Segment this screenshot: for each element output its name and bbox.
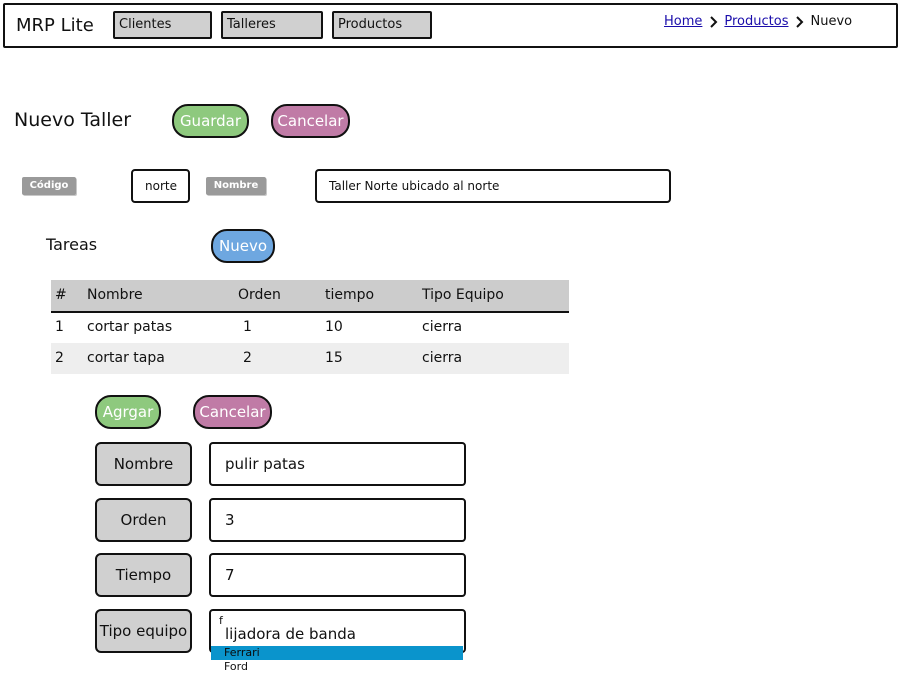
breadcrumb-current: Nuevo: [810, 14, 853, 29]
table-cell: 1: [55, 319, 64, 335]
task-equipment-typed-text: f: [219, 614, 223, 627]
task-order-input[interactable]: 3: [209, 498, 466, 542]
add-task-button[interactable]: Agrgar: [95, 395, 161, 429]
code-input[interactable]: norte: [131, 169, 190, 203]
table-cell: 2: [55, 350, 64, 366]
code-label: Código: [22, 177, 76, 195]
save-button[interactable]: Guardar: [172, 104, 249, 138]
task-name-label: Nombre: [95, 442, 192, 486]
nav-productos-button[interactable]: Productos: [332, 11, 432, 39]
table-row[interactable]: 1 cortar patas 1 10 cierra: [51, 312, 569, 343]
task-name-input[interactable]: pulir patas: [209, 442, 466, 486]
table-cell: 15: [325, 350, 343, 366]
table-header: # Nombre Orden tiempo Tipo Equipo: [51, 280, 569, 313]
table-cell: cierra: [422, 350, 463, 366]
column-header: tiempo: [325, 287, 375, 303]
task-order-label: Orden: [95, 498, 192, 542]
table-row[interactable]: 2 cortar tapa 2 15 cierra: [51, 343, 569, 374]
name-input[interactable]: Taller Norte ubicado al norte: [315, 169, 671, 203]
page-title: Nuevo Taller: [14, 109, 132, 131]
breadcrumb-products-link[interactable]: Productos: [724, 14, 789, 29]
column-header: Orden: [238, 287, 281, 303]
tasks-table: # Nombre Orden tiempo Tipo Equipo 1 cort…: [51, 280, 569, 374]
breadcrumb: Home Productos Nuevo: [664, 13, 852, 30]
chevron-right-icon: [796, 15, 804, 28]
table-cell: cortar patas: [87, 319, 173, 335]
new-task-button[interactable]: Nuevo: [211, 229, 275, 263]
dropdown-option-ferrari[interactable]: Ferrari: [211, 646, 463, 660]
task-time-input[interactable]: 7: [209, 553, 466, 597]
column-header: Tipo Equipo: [422, 287, 504, 303]
app-title: MRP Lite: [16, 15, 94, 36]
table-cell: 1: [243, 319, 252, 335]
breadcrumb-home-link[interactable]: Home: [664, 14, 703, 29]
cancel-task-button[interactable]: Cancelar: [193, 395, 272, 429]
table-cell: cierra: [422, 319, 463, 335]
column-header: Nombre: [87, 287, 143, 303]
task-time-label: Tiempo: [95, 553, 192, 597]
tasks-title: Tareas: [46, 235, 98, 254]
chevron-right-icon: [710, 15, 718, 28]
nav-talleres-button[interactable]: Talleres: [221, 11, 323, 39]
cancel-button[interactable]: Cancelar: [271, 104, 350, 138]
task-equipment-label: Tipo equipo: [95, 609, 192, 653]
table-cell: 10: [325, 319, 343, 335]
column-header: #: [55, 287, 67, 303]
task-equipment-value: lijadora de banda: [225, 625, 356, 643]
name-label: Nombre: [206, 177, 266, 195]
nav-clientes-button[interactable]: Clientes: [113, 11, 212, 39]
task-equipment-combobox[interactable]: lijadora de banda: [209, 609, 466, 653]
table-cell: 2: [243, 350, 252, 366]
table-cell: cortar tapa: [87, 350, 165, 366]
dropdown-option-ford[interactable]: Ford: [224, 660, 248, 673]
